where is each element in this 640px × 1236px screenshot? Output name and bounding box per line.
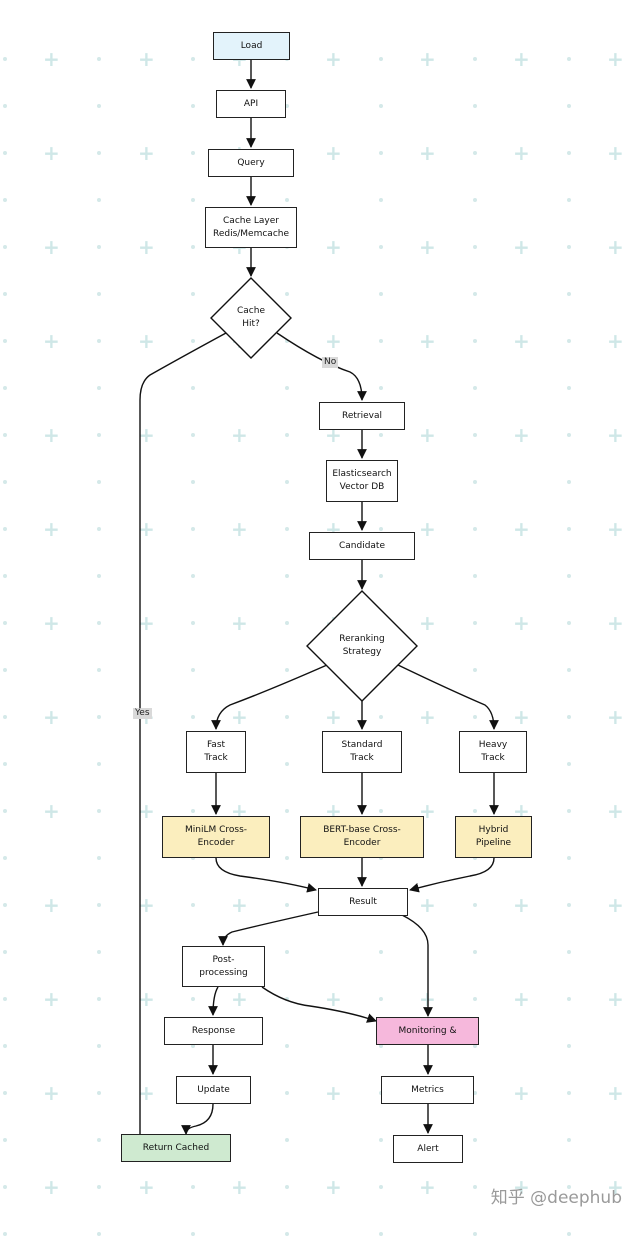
cache-hit-diamond — [210, 277, 292, 359]
yes-edge-label: Yes — [133, 708, 152, 719]
edge-hybrid-result — [409, 857, 495, 893]
edge-rerank-fast — [211, 664, 328, 730]
edge-post-monitoring — [261, 986, 377, 1023]
background-dot — [379, 1232, 383, 1236]
cache-layer-node: Cache Layer Redis/Memcache — [205, 207, 297, 248]
fast-track-node: Fast Track — [186, 731, 246, 773]
background-dot — [97, 1232, 101, 1236]
edge-minilm-result — [215, 857, 317, 893]
monitoring-node: Monitoring & — [376, 1017, 479, 1045]
standard-track-node: Standard Track — [322, 731, 402, 773]
watermark: 知乎 @deephub — [490, 1188, 622, 1208]
reranking-diamond — [306, 590, 418, 702]
cache-hit-label: Cache Hit? — [237, 306, 265, 329]
edge-result-monitoring — [401, 914, 433, 1017]
hybrid-node: Hybrid Pipeline — [455, 816, 532, 858]
retrieval-node: Retrieval — [319, 402, 405, 430]
edge-result-post — [218, 911, 319, 946]
edge-rerank-heavy — [397, 664, 499, 730]
metrics-node: Metrics — [381, 1076, 474, 1104]
candidate-node: Candidate — [309, 532, 415, 560]
return-cached-node: Return Cached — [121, 1134, 231, 1162]
heavy-track-node: Heavy Track — [459, 731, 527, 773]
query-node: Query — [208, 149, 294, 177]
reranking-label: Reranking Strategy — [339, 634, 385, 657]
no-edge-label: No — [322, 357, 339, 368]
alert-node: Alert — [393, 1135, 463, 1163]
update-node: Update — [176, 1076, 251, 1104]
bert-node: BERT-base Cross- Encoder — [300, 816, 424, 858]
background-dot — [191, 1232, 195, 1236]
background-dot — [473, 1232, 477, 1236]
background-dot — [3, 1232, 7, 1236]
post-processing-node: Post- processing — [182, 946, 265, 987]
edge-post-response — [208, 986, 219, 1016]
background-dot — [285, 1232, 289, 1236]
edge-update-return — [181, 1103, 214, 1135]
edge-no — [276, 332, 367, 401]
elasticsearch-node: Elasticsearch Vector DB — [326, 460, 398, 502]
response-node: Response — [164, 1017, 263, 1045]
background-dot — [567, 1232, 571, 1236]
load-node: Load — [213, 32, 290, 60]
result-node: Result — [318, 888, 408, 916]
api-node: API — [216, 90, 286, 118]
minilm-node: MiniLM Cross- Encoder — [162, 816, 270, 858]
